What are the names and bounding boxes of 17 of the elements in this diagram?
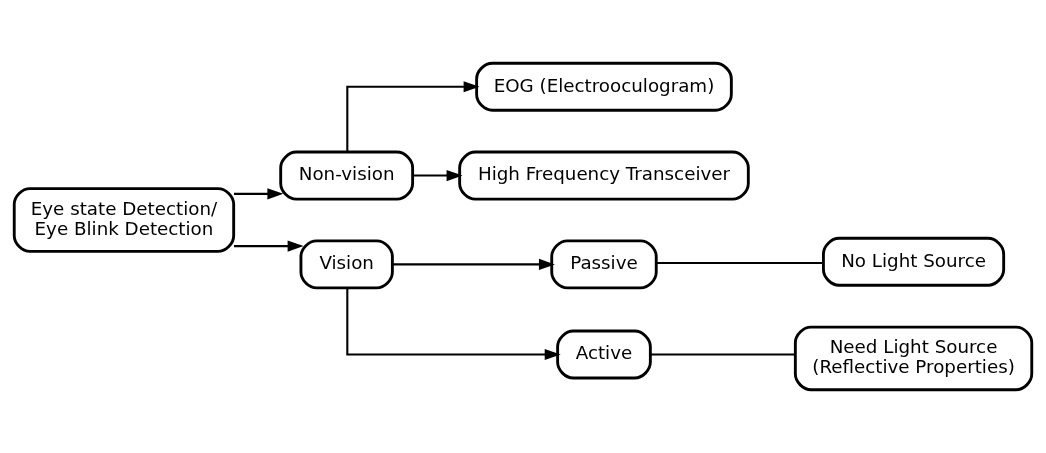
arrow	[392, 258, 555, 270]
connector	[650, 353, 796, 356]
node-box: EOG (Electrooculogram)	[475, 61, 733, 112]
arrow	[346, 81, 480, 152]
node-box: Need Light Source (Reflective Properties)	[793, 325, 1034, 392]
arrow	[346, 288, 561, 361]
node-box: No Light Source	[822, 236, 1006, 287]
node-box: Eye state Detection/ Eye Blink Detection	[12, 187, 236, 253]
arrow	[412, 169, 463, 182]
node-box: Passive	[550, 239, 658, 290]
connector	[656, 262, 824, 265]
node-box: Vision	[299, 239, 394, 290]
arrow	[234, 240, 304, 252]
node-box: Non-vision	[279, 150, 415, 201]
arrow	[234, 188, 284, 200]
node-box: Active	[556, 329, 652, 380]
node-box: High Frequency Transceiver	[458, 150, 750, 201]
